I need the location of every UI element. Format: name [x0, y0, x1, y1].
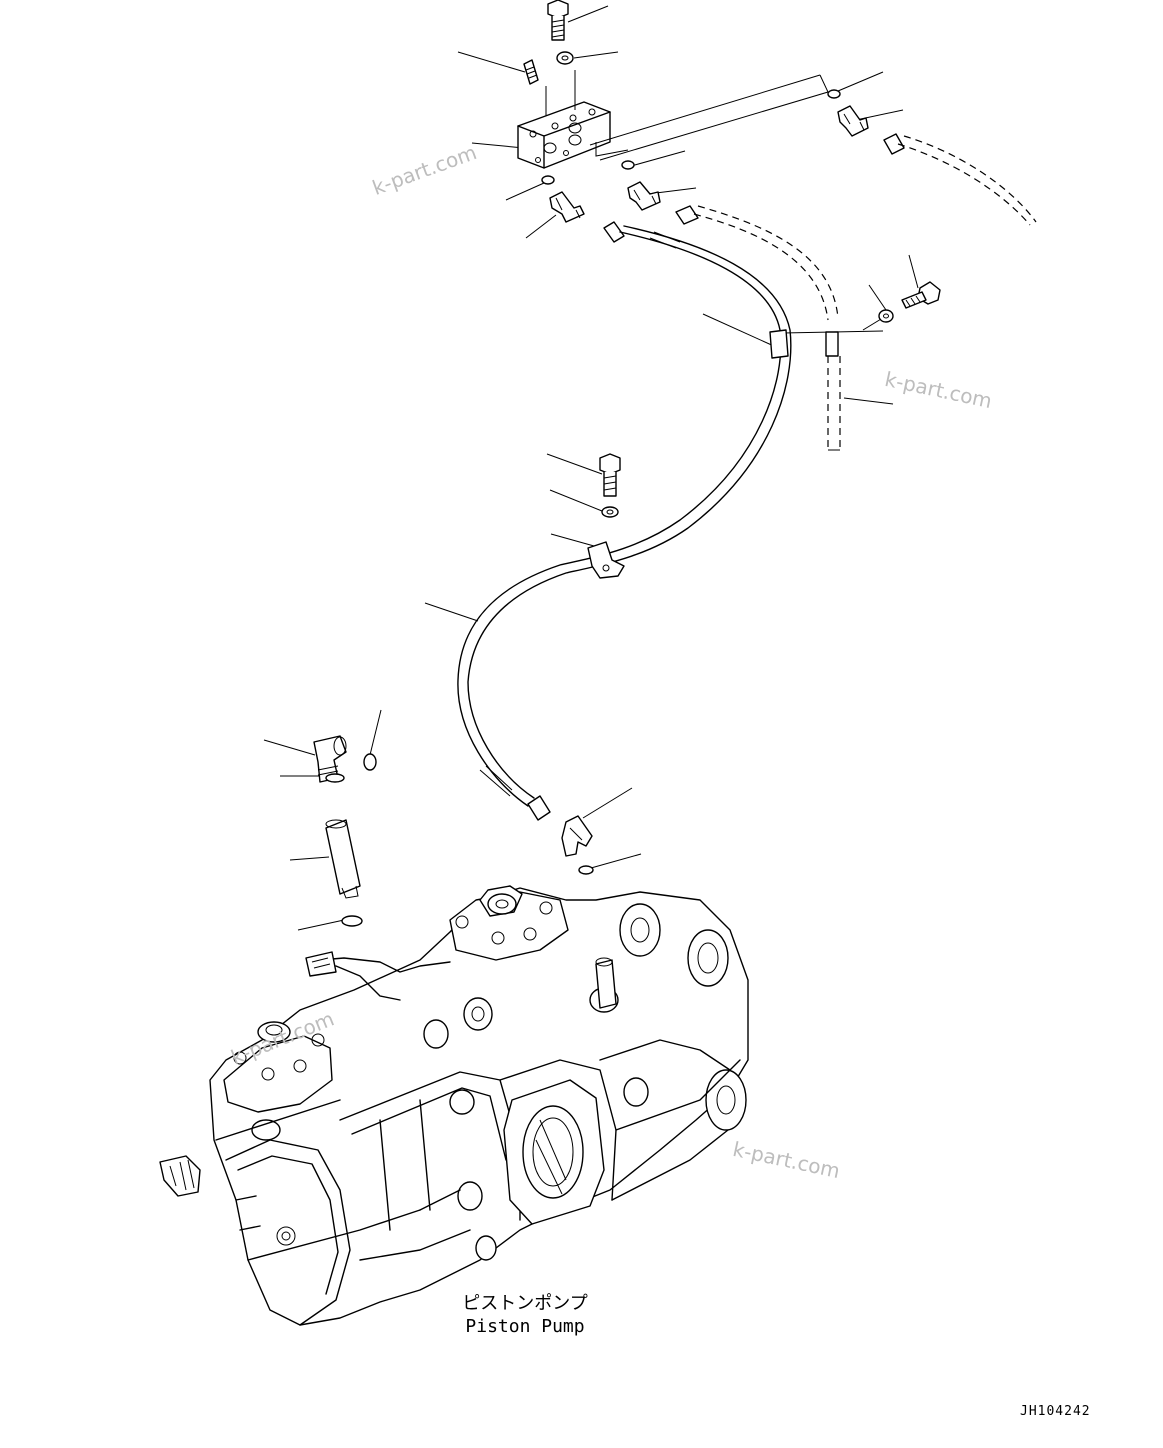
drawing-number: JH104242 [1020, 1404, 1091, 1419]
pump-caption: ピストンポンプ Piston Pump [440, 1292, 610, 1338]
elbow-fitting-right [627, 181, 661, 211]
o-ring-lower-hose [578, 865, 594, 875]
elbow-fitting-lower [561, 815, 593, 857]
top-washer [556, 51, 574, 65]
o-ring-block-right [621, 160, 635, 170]
elbow-fitting-pump-left [313, 735, 347, 783]
main-hose [457, 221, 792, 821]
dashed-hose-upper-right [883, 133, 1037, 226]
dashed-hose-middle [675, 205, 841, 451]
clamp-washer-upper [878, 309, 894, 323]
o-ring-pump-left-upper [325, 773, 345, 783]
clamp-bolt-middle [599, 453, 621, 497]
manifold-block [517, 101, 611, 169]
o-ring-pump-left-small [363, 753, 377, 771]
elbow-fitting-upper-right [837, 105, 869, 137]
extension-pipe [325, 819, 361, 899]
clamp-washer-middle [601, 506, 619, 518]
top-bolt [547, 0, 569, 41]
caption-english: Piston Pump [465, 1316, 585, 1337]
caption-japanese: ピストンポンプ [462, 1293, 588, 1314]
piston-pump [159, 885, 749, 1326]
o-ring-block-left [541, 175, 555, 185]
o-ring-pump-left-lower [341, 915, 363, 927]
o-ring-upper-right [827, 89, 841, 99]
hose-clamp-middle [587, 541, 625, 579]
manifold-connections [545, 70, 829, 161]
elbow-fitting-left [549, 191, 585, 223]
clamp-bolt-upper [901, 281, 941, 309]
air-bleed-fitting [523, 59, 539, 85]
